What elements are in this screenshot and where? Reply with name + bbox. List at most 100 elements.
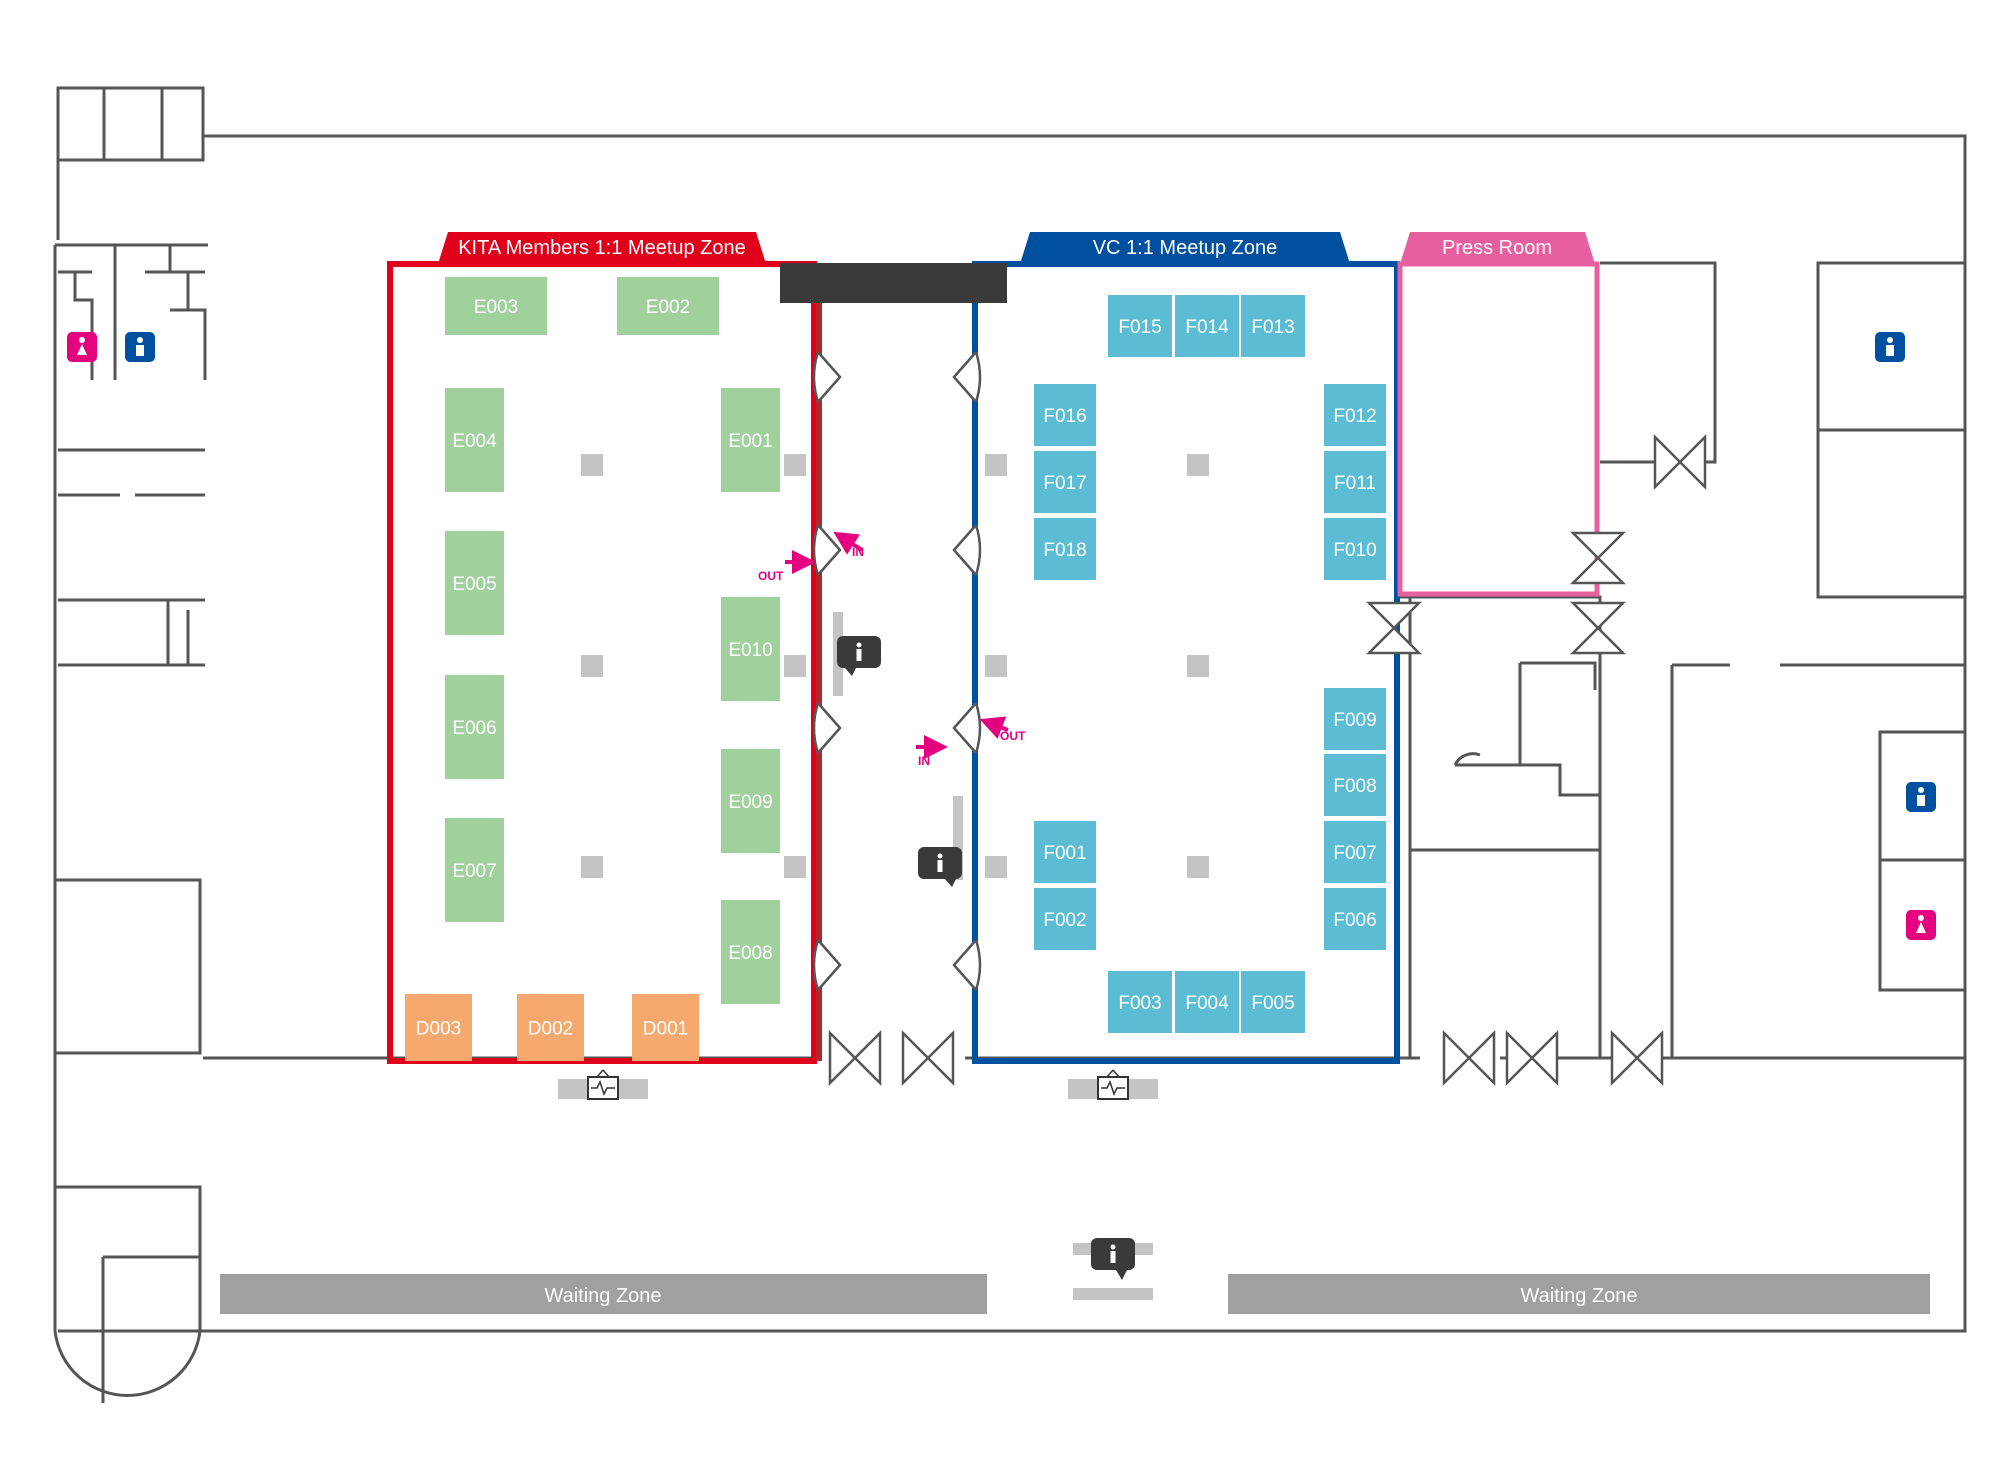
booth-box [517, 994, 584, 1061]
door [1505, 1029, 1559, 1087]
door [812, 524, 842, 576]
partition-wall [780, 263, 1007, 303]
booth-f004: F004 [1175, 971, 1239, 1033]
door [812, 939, 842, 991]
pillar [581, 856, 603, 878]
booth-label: F016 [1043, 406, 1086, 427]
building-walls [53, 86, 1967, 1403]
pillar [1187, 856, 1209, 878]
booth-label: F005 [1251, 993, 1294, 1014]
booth-box [1324, 518, 1386, 580]
booth-d001: D001 [632, 994, 699, 1061]
booth-f007: F007 [1324, 821, 1386, 883]
booth-box [1324, 754, 1386, 816]
pillars [581, 454, 1209, 878]
booth-f002: F002 [1034, 888, 1096, 950]
booth-e008: E008 [721, 900, 780, 1004]
pillar [581, 655, 603, 677]
booth-f017: F017 [1034, 451, 1096, 513]
booth-box [721, 597, 780, 701]
vc-zone-label: VC 1:1 Meetup Zone [1093, 237, 1278, 259]
restroom-female-icon [67, 332, 97, 362]
booth-label: E003 [474, 297, 518, 318]
info-desk-middle [918, 796, 963, 887]
door [812, 702, 842, 754]
booth-label: E006 [452, 718, 496, 739]
booth-label: E002 [646, 297, 690, 318]
booth-box [445, 818, 504, 922]
booth-label: F015 [1118, 317, 1161, 338]
booth-label: F013 [1251, 317, 1294, 338]
door [901, 1029, 955, 1087]
booth-label: F009 [1333, 710, 1376, 731]
info-desk-lower [1073, 1238, 1153, 1300]
booth-label: E008 [728, 943, 772, 964]
booth-label: E001 [728, 431, 772, 452]
booth-box [1324, 888, 1386, 950]
booth-e002: E002 [617, 277, 719, 335]
restroom-male-icon [1906, 782, 1936, 812]
tv-monitor-icon [1097, 1069, 1129, 1100]
booth-box [617, 277, 719, 335]
booth-box [1034, 518, 1096, 580]
booth-label: F004 [1185, 993, 1229, 1014]
booth-f005: F005 [1241, 971, 1305, 1033]
restroom-female-icon [1906, 910, 1936, 940]
booth-box [1324, 384, 1386, 446]
booth-label: F003 [1118, 993, 1161, 1014]
booth-label: F002 [1043, 910, 1086, 931]
pillar [581, 454, 603, 476]
booth-box [1108, 295, 1172, 357]
door [952, 351, 982, 403]
booth-box [1034, 821, 1096, 883]
booth-f009: F009 [1324, 688, 1386, 750]
flow-out-upper: OUT [758, 550, 816, 583]
booth-box [405, 994, 472, 1061]
booth-f010: F010 [1324, 518, 1386, 580]
booth-e007: E007 [445, 818, 504, 922]
kita-zone-label: KITA Members 1:1 Meetup Zone [458, 237, 746, 259]
booth-e004: E004 [445, 388, 504, 492]
in-label: IN [918, 754, 930, 768]
door [1610, 1029, 1664, 1087]
press-room: Press Room [1397, 232, 1600, 597]
booth-f016: F016 [1034, 384, 1096, 446]
pillar [784, 856, 806, 878]
booth-box [445, 388, 504, 492]
booth-label: F017 [1043, 473, 1086, 494]
pillar [985, 856, 1007, 878]
info-icon [937, 853, 943, 872]
in-label: IN [852, 545, 864, 559]
booth-e003: E003 [445, 277, 547, 335]
out-label: OUT [758, 569, 784, 583]
booth-label: F010 [1333, 540, 1376, 561]
flow-in-lower: IN [916, 735, 948, 768]
booth-label: F012 [1333, 406, 1376, 427]
booth-d003: D003 [405, 994, 472, 1061]
booth-box [721, 900, 780, 1004]
waiting-zone-right: Waiting Zone [1228, 1274, 1930, 1314]
waiting-zone-label: Waiting Zone [1520, 1285, 1637, 1307]
booth-box [445, 277, 547, 335]
booth-box [1324, 821, 1386, 883]
booth-label: F011 [1334, 473, 1376, 494]
booth-box [1034, 384, 1096, 446]
booth-label: D002 [528, 1019, 573, 1040]
booth-f014: F014 [1175, 295, 1239, 357]
door [1442, 1029, 1496, 1087]
tv-monitor-left [558, 1069, 648, 1100]
pillar [985, 454, 1007, 476]
kita-zone: KITA Members 1:1 Meetup Zone [387, 232, 822, 1064]
booth-box [721, 749, 780, 853]
booth-box [1324, 451, 1386, 513]
booth-box [445, 531, 504, 635]
door [952, 939, 982, 991]
pillar [1187, 454, 1209, 476]
booth-label: F006 [1333, 910, 1376, 931]
pillar [985, 655, 1007, 677]
booth-box [1241, 295, 1305, 357]
booth-f015: F015 [1108, 295, 1172, 357]
out-label: OUT [1000, 729, 1026, 743]
booth-f012: F012 [1324, 384, 1386, 446]
